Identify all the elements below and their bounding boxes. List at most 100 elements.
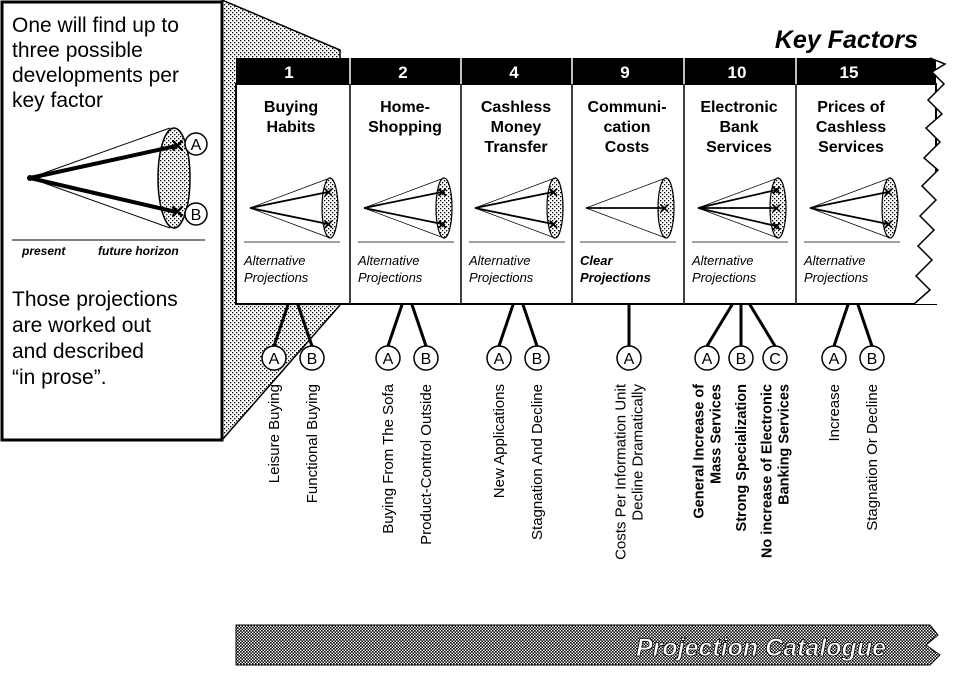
table-torn-edge [914, 58, 958, 304]
projection-description: Leisure Buying [266, 384, 283, 483]
column-title-line: Bank [719, 119, 758, 136]
column-title-line: Transfer [484, 139, 547, 156]
column-title-line: Costs [605, 139, 650, 156]
projection-description: Banking Services [777, 384, 793, 505]
projection-description: Costs Per Information Unit [613, 383, 630, 560]
axis-future-label: future horizon [98, 244, 179, 258]
column-projection-type-label: Alternative [803, 253, 865, 268]
column-title-line: Money [491, 119, 542, 136]
column-projection-type-label: Alternative [243, 253, 305, 268]
svg-text:✕: ✕ [771, 219, 782, 234]
projection-letter: A [702, 351, 713, 368]
column-title-line: Home- [380, 99, 430, 116]
projection-cone-icon: ✕✕ [804, 177, 900, 243]
svg-text:✕: ✕ [771, 201, 782, 216]
projection-description: Strong Specialization [734, 384, 750, 531]
column-number: 9 [620, 63, 629, 82]
projection-letter: A [494, 351, 505, 368]
column-number: 10 [728, 63, 747, 82]
callout-box: One will find up to three possible devel… [0, 0, 224, 442]
svg-text:✕: ✕ [771, 183, 782, 198]
key-factor-column-2: 2Home-Shopping✕✕AlternativeProjectionsAB… [349, 58, 454, 545]
column-number: 1 [284, 63, 293, 82]
projection-cone-icon: ✕ ✕ ✕ [692, 177, 788, 243]
callout-top-line-3: developments per [12, 64, 179, 87]
projection-1-B: B Functional Buying [296, 303, 325, 503]
axis-present-label: present [21, 244, 66, 258]
table-torn-edge-line [913, 57, 947, 305]
banner-label: Projection Catalogue [636, 634, 886, 662]
column-projection-type-label: Alternative [357, 253, 419, 268]
column-title-line: Cashless [816, 119, 886, 136]
callout-bottom-line-2: are worked out [12, 314, 151, 337]
table-body [235, 83, 937, 305]
callout-cone-illustration: ✕ ✕ A B present future horizon [12, 127, 208, 258]
columns-layer: 1BuyingHabits✕✕AlternativeProjectionsALe… [243, 58, 900, 560]
projection-description: Stagnation And Decline [529, 384, 546, 540]
column-title-line: Habits [267, 119, 316, 136]
projection-description: Mass Services [709, 384, 725, 484]
svg-text:✕: ✕ [170, 136, 185, 156]
projection-letter: A [829, 351, 840, 368]
callout-letter-b: B [191, 207, 202, 224]
column-projection-type-label: Projections [244, 270, 309, 285]
table-header-bar [236, 58, 936, 84]
svg-text:✕: ✕ [548, 185, 559, 200]
column-title-line: Electronic [700, 99, 777, 116]
projection-description: Decline Dramatically [630, 384, 647, 521]
column-title-line: Prices of [817, 99, 885, 116]
projection-description: Stagnation Or Decline [864, 384, 881, 531]
projection-description: Functional Buying [304, 384, 321, 503]
callout-top-line-1: One will find up to [12, 14, 179, 37]
column-title-line: Cashless [481, 99, 551, 116]
callout-letter-a: A [191, 137, 202, 154]
callout-top-line-2: three possible [12, 39, 143, 62]
projection-1-A: A Leisure Buying [261, 303, 290, 483]
page-title: Key Factors [775, 26, 918, 54]
projection-letter: A [269, 351, 280, 368]
svg-text:✕: ✕ [548, 217, 559, 232]
column-title-line: cation [603, 119, 650, 136]
projection-letter: A [624, 351, 635, 368]
key-factor-column-10: 10ElectronicBankServices✕✕✕AlternativePr… [683, 58, 793, 558]
projection-cone-icon: ✕ [580, 177, 676, 243]
key-factor-table [235, 57, 958, 305]
callout-top-line-4: key factor [12, 89, 103, 112]
svg-text:✕: ✕ [883, 185, 894, 200]
key-factor-column-4: 4CashlessMoneyTransfer✕✕AlternativeProje… [460, 58, 565, 540]
column-number: 4 [509, 63, 519, 82]
svg-text:✕: ✕ [883, 217, 894, 232]
column-projection-type-label: Alternative [468, 253, 530, 268]
callout-bottom-line-4: “in prose”. [12, 366, 107, 389]
column-number: 15 [840, 63, 859, 82]
column-projection-type-label: Projections [469, 270, 534, 285]
column-number: 2 [398, 63, 407, 82]
callout-bottom-line-3: and described [12, 340, 144, 363]
column-projection-type-label: Projections [580, 270, 651, 285]
projection-letter: B [867, 351, 878, 368]
column-title-line: Services [706, 139, 772, 156]
projection-letter: A [383, 351, 394, 368]
projection-description: Buying From The Sofa [380, 383, 397, 533]
projection-letter: B [307, 351, 318, 368]
svg-text:✕: ✕ [437, 217, 448, 232]
projection-15-A: A Increase [821, 303, 850, 442]
projection-letter: B [421, 351, 432, 368]
svg-text:✕: ✕ [659, 201, 670, 216]
projection-cone-icon: ✕✕ [469, 177, 565, 243]
column-projection-type-label: Projections [692, 270, 757, 285]
column-projection-type-label: Projections [358, 270, 423, 285]
projection-letter: C [769, 351, 781, 368]
svg-text:✕: ✕ [437, 185, 448, 200]
projection-description: Increase [826, 384, 843, 442]
callout-bottom-line-1: Those projections [12, 288, 178, 311]
column-title-line: Communi- [587, 99, 666, 116]
projection-cone-icon: ✕✕ [244, 177, 340, 243]
